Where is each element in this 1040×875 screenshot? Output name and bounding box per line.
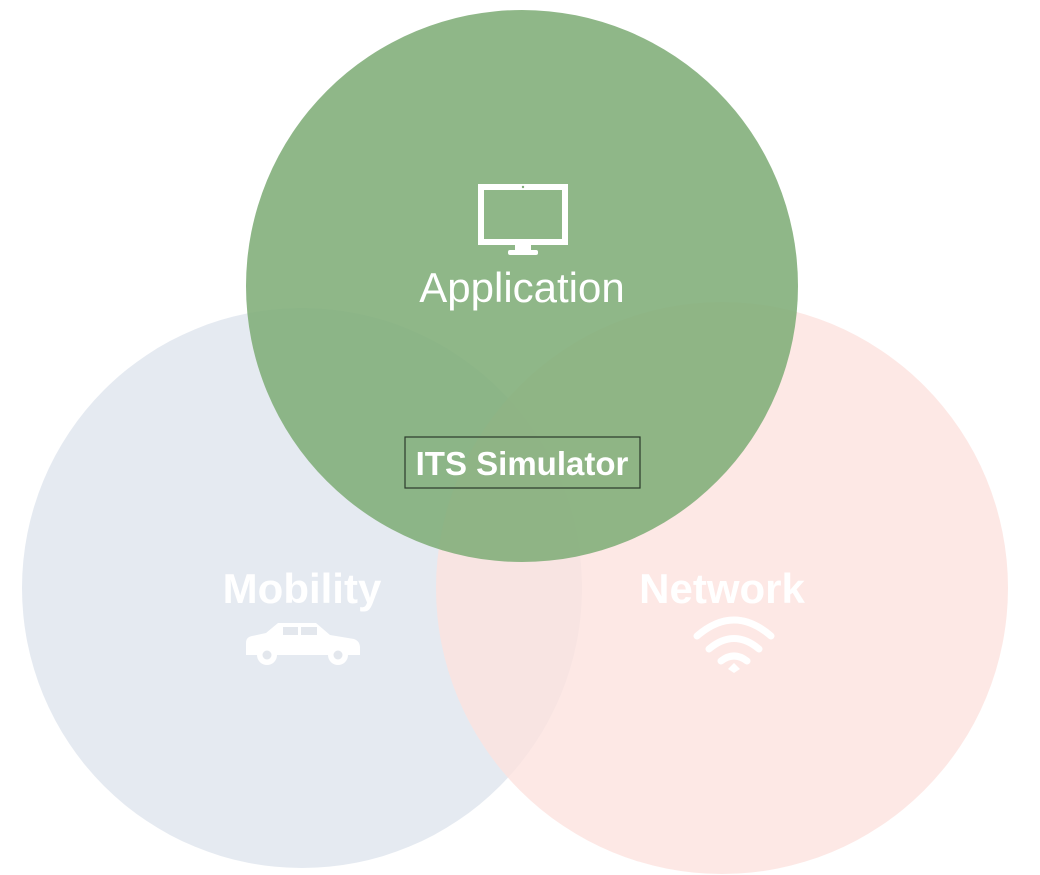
network-label: Network (639, 565, 805, 612)
wifi-icon (693, 616, 775, 673)
application-label: Application (419, 264, 624, 311)
monitor-icon (478, 184, 568, 255)
mobility-label: Mobility (223, 565, 382, 612)
center-label-box (404, 436, 641, 489)
application-circle (246, 10, 798, 562)
car-icon (246, 623, 360, 665)
center-label: ITS Simulator (416, 445, 629, 482)
